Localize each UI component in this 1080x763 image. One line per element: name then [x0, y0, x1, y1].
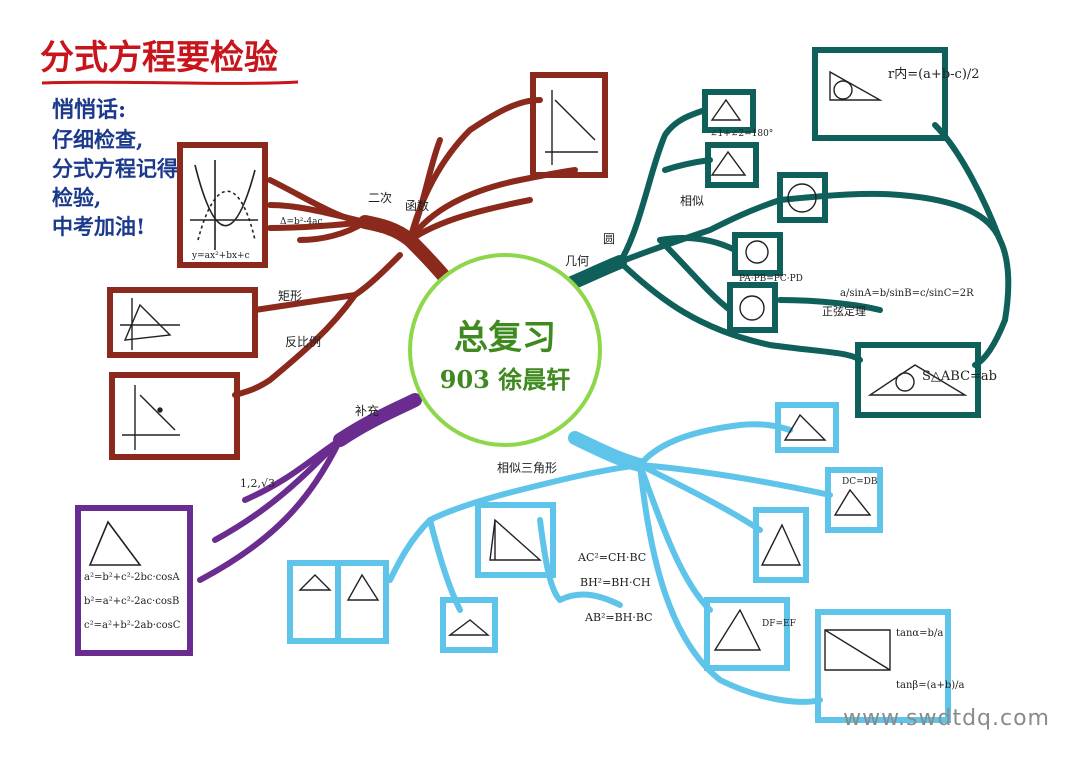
label-geometry: 几何	[565, 254, 590, 268]
geometry-sketches	[710, 70, 968, 396]
label-similar: 相似	[680, 194, 705, 208]
formula-df-ef: DF=EF	[762, 619, 796, 629]
label-supplement: 补充	[355, 404, 380, 418]
formula-inner-radius: r内=(a+b-c)/2	[888, 67, 980, 82]
formula-sine-law: a/sinA=b/sinB=c/sinC=2R	[840, 288, 974, 299]
law-of-cosines-triangle	[88, 520, 142, 566]
function-boxes	[107, 72, 608, 460]
label-function: 函数	[405, 199, 430, 213]
formula-cos-a: a²=b²+c²-2bc·cosA	[84, 572, 180, 583]
geometry-boxes	[702, 47, 981, 418]
label-quadratic: 二次	[368, 191, 393, 205]
formula-parabola: y=ax²+bx+c	[192, 251, 250, 261]
note-line-3: 检验,	[52, 185, 102, 211]
formula-tan-alpha: tanα=b/a	[896, 628, 944, 639]
center-ring	[408, 253, 602, 447]
label-sine-law: 正弦定理	[822, 305, 866, 318]
law-of-cosines-box	[75, 505, 193, 656]
formula-tan-beta: tanβ=(a+b)/a	[896, 680, 965, 691]
encouragement-note: 悄悄话: 仔细检查, 分式方程记得 检验, 中考加油!	[52, 98, 178, 239]
note-title: 悄悄话:	[52, 97, 127, 123]
center-subtitle: 903 徐晨轩	[439, 365, 571, 394]
triangle-sketches	[298, 413, 891, 671]
formula-right-area: S△ABC=ab	[922, 369, 997, 384]
note-line-1: 仔细检查,	[52, 127, 144, 153]
label-rectangle: 矩形	[278, 289, 303, 303]
note-line-4: 中考加油!	[52, 214, 146, 240]
formula-cos-c: c²=a²+b²-2ab·cosC	[84, 620, 181, 631]
formula-projection-3: AB²=BH·BC	[585, 611, 653, 624]
center-title: 总复习	[454, 318, 556, 358]
formula-projection-1: AC²=CH·BC	[578, 551, 647, 564]
formula-projection-2: BH²=BH·CH	[580, 576, 651, 589]
page-heading: 分式方程要检验	[40, 38, 278, 78]
formula-cos-b: b²=a²+c²-2ac·cosB	[84, 596, 180, 607]
function-branch	[232, 97, 578, 398]
label-similar-triangles: 相似三角形	[497, 461, 558, 475]
label-circle: 圆	[603, 232, 616, 246]
coordinate-sketches	[120, 90, 598, 450]
label-reciprocal: 反比例	[285, 335, 322, 349]
formula-discriminant: Δ=b²-4ac	[280, 217, 323, 227]
triangle-boxes	[287, 402, 951, 723]
formula-angle-sum: ∠1+∠2=180°	[710, 129, 774, 139]
note-line-2: 分式方程记得	[52, 156, 178, 182]
formula-circle-power: PA·PB=PC·PD	[739, 274, 803, 284]
heading-underline	[41, 80, 299, 85]
formula-ratio: 1,2,√3	[240, 477, 275, 490]
site-watermark: www.swdtdq.com	[843, 706, 1050, 731]
parabola-graph	[190, 160, 258, 250]
supplement-branch	[197, 393, 422, 583]
formula-dc-db: DC=DB	[842, 477, 878, 487]
